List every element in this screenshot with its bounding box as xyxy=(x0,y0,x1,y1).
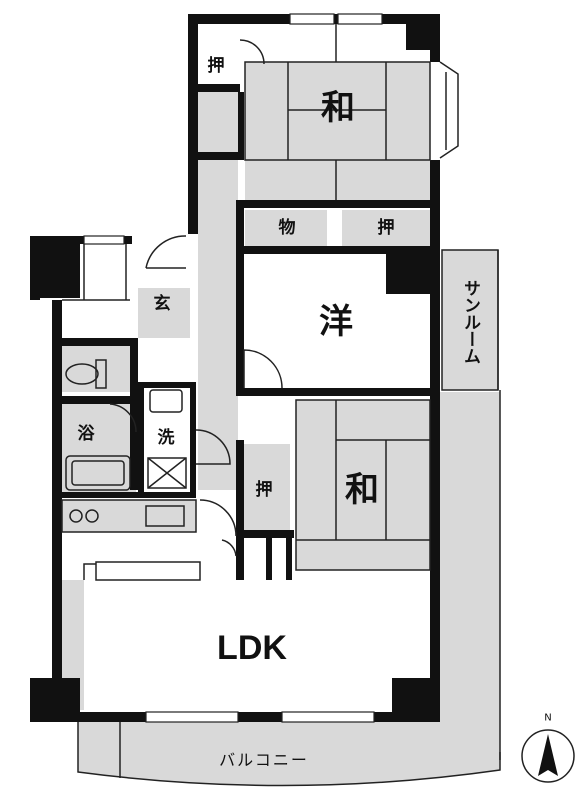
bathtub-inner xyxy=(71,460,125,486)
sunroom-floor xyxy=(442,250,498,390)
wall-south xyxy=(52,712,440,722)
compass-rose: N xyxy=(521,713,575,783)
yoku-floor xyxy=(62,404,136,492)
door-genkan xyxy=(145,235,187,269)
bay-window xyxy=(439,61,459,159)
washer-x2 xyxy=(147,457,187,489)
washitsu-south-floor xyxy=(296,400,430,570)
compass-arrow xyxy=(538,734,558,776)
kitchen-counter xyxy=(61,499,197,533)
door-ldk xyxy=(199,499,237,537)
north-closet-floor xyxy=(196,92,238,152)
window-west xyxy=(83,235,125,245)
room-label-washitsu-north: 和 xyxy=(321,88,355,128)
kitchen-island xyxy=(95,561,201,581)
column-se xyxy=(392,678,440,722)
wall-north-closet2 xyxy=(238,92,244,152)
wall-closet-strip xyxy=(236,530,294,538)
stove-burner-1 xyxy=(69,509,83,523)
door-closet-south xyxy=(221,539,237,557)
washitsu-north-floor xyxy=(245,62,430,160)
room-label-oshiire-south: 押 xyxy=(256,479,273,500)
wall-sen-right xyxy=(190,384,196,492)
column-youshitsu xyxy=(386,254,432,294)
compass-label: N xyxy=(544,713,551,724)
washbasin xyxy=(149,389,183,413)
east-terrace-floor xyxy=(440,392,500,752)
room-label-genkan: 玄 xyxy=(154,293,171,314)
wall-youshitsu-left xyxy=(236,200,244,390)
ldk-wall-stub xyxy=(83,563,96,580)
wall-north-lower xyxy=(238,200,432,208)
room-label-youshitsu: 洋 xyxy=(319,302,353,342)
room-label-yoku: 浴 xyxy=(78,423,96,444)
wall-bath-top xyxy=(62,396,138,404)
balcony-floor xyxy=(78,722,500,786)
floor-fills xyxy=(62,62,500,786)
wall-east xyxy=(430,250,440,722)
room-label-oshiire-middle: 押 xyxy=(378,217,395,238)
wall-north-right2 xyxy=(430,160,440,250)
room-label-ldk: LDK xyxy=(217,629,287,667)
wall-north-left xyxy=(188,14,198,234)
room-label-sen: 洗 xyxy=(158,427,175,448)
tatami-north-outline xyxy=(244,61,431,161)
wall-wet-core xyxy=(130,340,138,490)
door-sen xyxy=(195,429,231,465)
corridor-floor xyxy=(198,160,238,490)
window-south-2 xyxy=(281,711,375,723)
toilet-tank xyxy=(95,359,107,389)
wall-bath-bottom xyxy=(62,492,196,498)
balcony-outline xyxy=(77,722,501,787)
toilet-bowl xyxy=(65,363,99,385)
wall-youshitsu-top xyxy=(236,246,432,254)
wall-wet-top xyxy=(62,338,138,346)
wall-mid-horizontal xyxy=(236,388,438,396)
door-bath xyxy=(109,403,137,433)
wall-sen-left xyxy=(138,384,144,492)
column-ne xyxy=(406,14,440,50)
room-label-sunroom: サンルーム xyxy=(460,280,481,365)
oshiire-south-floor xyxy=(240,444,290,530)
wall-west-top xyxy=(30,236,132,244)
oshiire-middle-floor xyxy=(342,210,430,248)
wall-closet-divider2 xyxy=(286,538,292,580)
window-south-1 xyxy=(145,711,239,723)
bathtub xyxy=(65,455,131,491)
genkan-floor xyxy=(138,288,190,338)
mono-floor xyxy=(245,210,327,248)
room-label-oshiire-north: 押 xyxy=(208,55,225,76)
wall-sen-top xyxy=(138,382,196,388)
wall-north-inner xyxy=(196,152,244,160)
ldk-strip-floor xyxy=(62,580,84,710)
room-label-washitsu-south: 和 xyxy=(345,470,379,510)
washer-pan xyxy=(147,457,187,489)
door-youshitsu xyxy=(243,349,283,389)
stove-burner-2 xyxy=(85,509,99,523)
windows xyxy=(83,13,383,723)
thin-lines xyxy=(61,24,501,787)
wall-oshiire-south xyxy=(236,440,244,580)
window-north-1 xyxy=(289,13,335,25)
tatami-south-outline xyxy=(295,399,431,571)
door-corridor-north xyxy=(239,39,265,65)
room-label-mono: 物 xyxy=(279,217,296,238)
wall-north-closet xyxy=(196,84,240,92)
room-label-balcony: バルコニー xyxy=(219,751,309,770)
compass-circle xyxy=(521,729,575,783)
kitchen-sink xyxy=(145,505,185,527)
window-north-2 xyxy=(337,13,383,25)
wall-closet-divider xyxy=(266,538,272,580)
column-sw xyxy=(30,678,80,722)
column-nw xyxy=(30,236,80,298)
north-lower-strip-floor xyxy=(245,160,430,202)
wall-west xyxy=(52,300,62,722)
